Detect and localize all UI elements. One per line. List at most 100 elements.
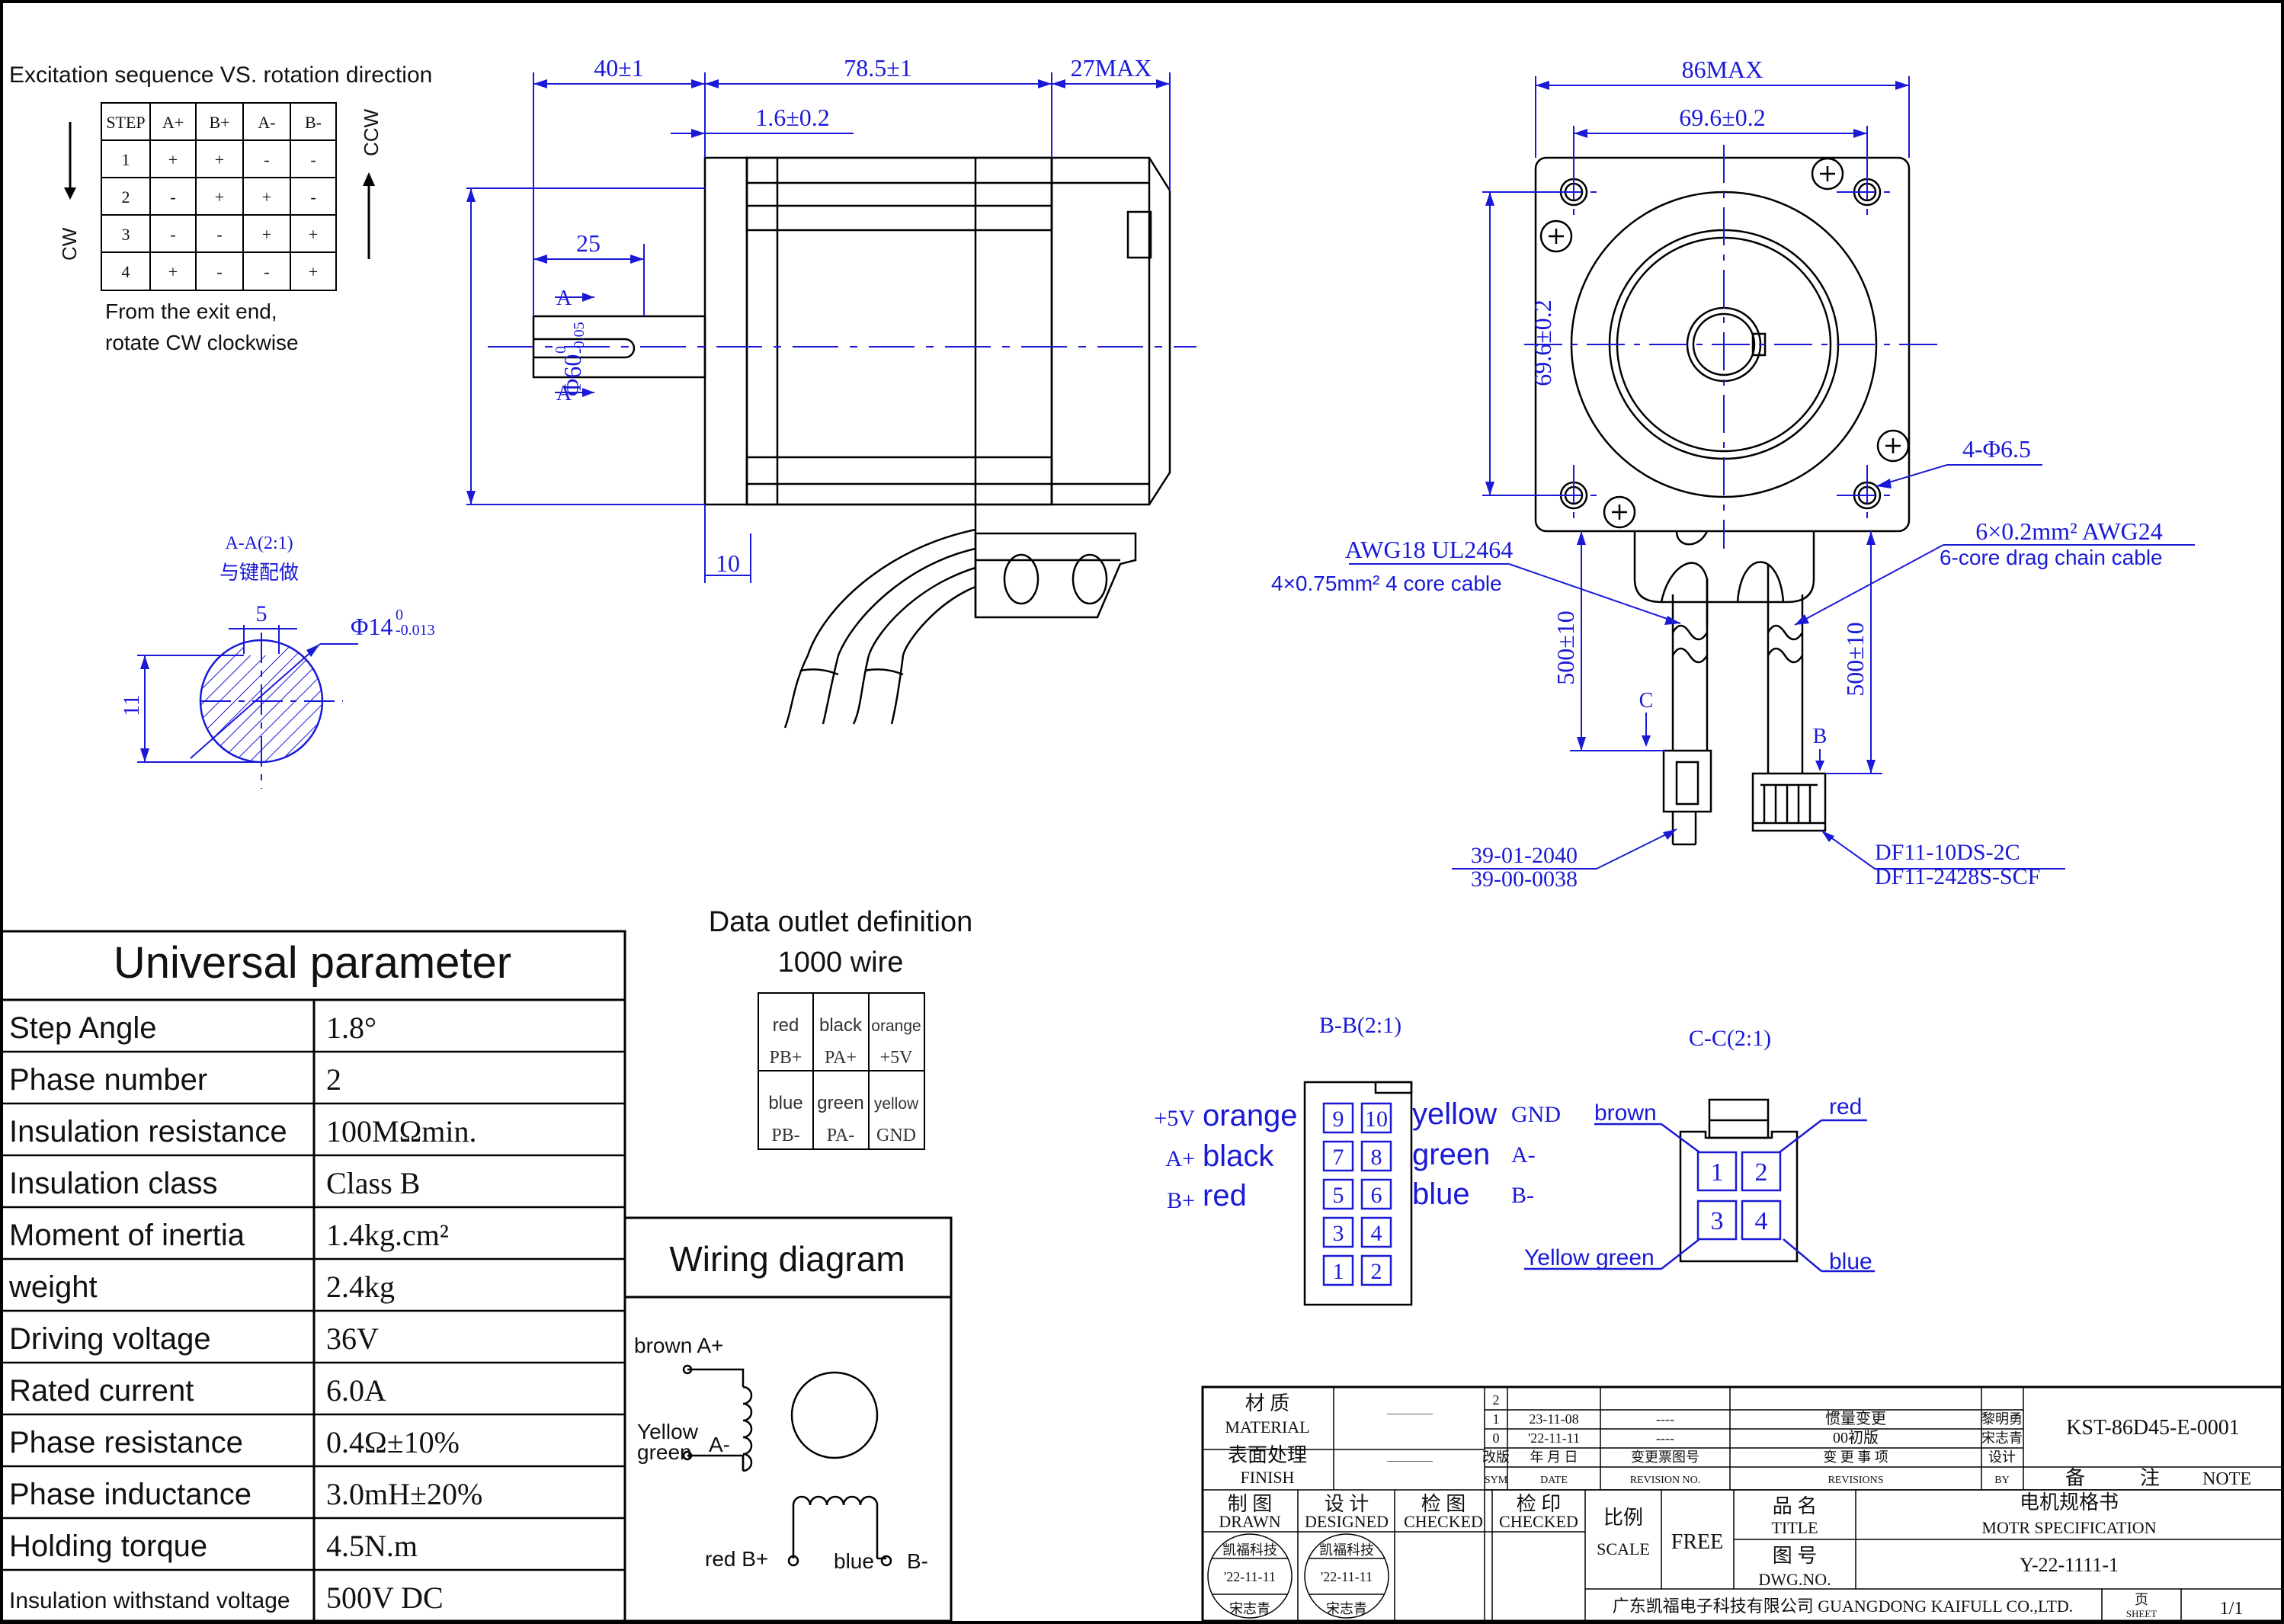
motor-front-view: 86MAX 69.6±0.2 4-Φ6.5 AWG18 UL2464 6×0.2…	[1271, 56, 2195, 892]
cable-right-desc: 6-core drag chain cable	[1940, 546, 2163, 569]
title-value-en: MOTR SPECIFICATION	[1981, 1518, 2156, 1537]
dim-diameter-14-upper: 0	[396, 607, 403, 623]
wiring-red: red B+	[705, 1547, 768, 1571]
pin-wire-color: brown	[1594, 1100, 1657, 1126]
ccw-arrow-icon	[363, 172, 375, 259]
section-b-label: B	[1813, 725, 1828, 748]
designed-label-cn: 设 计	[1325, 1493, 1369, 1515]
pin-number: 1	[1333, 1259, 1344, 1284]
designed-label-en: DESIGNED	[1305, 1512, 1389, 1531]
data-outlet-title: Data outlet definition	[709, 906, 972, 938]
finish-label-en: FINISH	[1241, 1468, 1295, 1487]
outlet-color: orange	[871, 1017, 921, 1035]
pin-wire-color: green	[1412, 1138, 1490, 1171]
title-block: 材 质 MATERIAL ——— 表面处理 FINISH ——— 2 1 23-…	[1201, 1385, 2284, 1622]
rotor-icon	[790, 1371, 879, 1459]
pin-signal: A+	[1165, 1146, 1195, 1171]
dim-1-6: 1.6±0.2	[755, 104, 830, 131]
param-value: Class B	[326, 1166, 420, 1200]
outlet-signal: PB-	[771, 1126, 799, 1145]
wiring-green: green	[637, 1440, 692, 1464]
screw-icon	[1603, 495, 1636, 529]
dim-diameter-14: Φ14	[351, 613, 392, 640]
stamp-date: '22-11-11	[1321, 1569, 1373, 1584]
excitation-cell: -	[264, 150, 269, 169]
pin-number: 10	[1365, 1107, 1388, 1132]
param-label: Holding torque	[9, 1530, 207, 1563]
param-label: Phase number	[9, 1063, 207, 1097]
section-bb: B-B(2:1) 9 10 7 8 5 6 3 4 1 2	[1154, 1013, 1561, 1306]
pin-number: 1	[1711, 1158, 1724, 1187]
checked-label-en: CHECKED	[1404, 1512, 1483, 1531]
sheet-label-en: SHEET	[2126, 1608, 2157, 1619]
param-value: 500V DC	[326, 1581, 444, 1615]
connector-right-part: DF11-10DS-2C	[1875, 840, 2020, 865]
title-label-cn: 品 名	[1773, 1495, 1818, 1517]
excitation-cell: -	[310, 150, 316, 169]
cable-left-desc: 4×0.75mm² 4 core cable	[1271, 572, 1502, 595]
excitation-cell: 3	[122, 225, 130, 244]
outlet-signal: PA-	[827, 1126, 854, 1145]
outlet-signal: PB+	[770, 1048, 802, 1068]
note-label-cn: 注	[2140, 1467, 2160, 1489]
pin-wire-color: Yellow green	[1524, 1245, 1655, 1270]
designed-stamp	[1304, 1533, 1389, 1619]
drawn-label-cn: 制 图	[1228, 1493, 1273, 1515]
drawn-label-en: DRAWN	[1219, 1512, 1280, 1531]
pin-number: 4	[1755, 1207, 1768, 1235]
pin-number: 5	[1333, 1183, 1344, 1208]
excitation-note: From the exit end,	[105, 299, 277, 323]
outlet-color: green	[817, 1093, 863, 1113]
outlet-color: red	[773, 1015, 799, 1036]
excitation-cell: +	[309, 262, 318, 281]
excitation-cell: -	[216, 225, 222, 244]
pin-wire-color: blue	[1412, 1177, 1470, 1211]
excitation-section: Excitation sequence VS. rotation directi…	[9, 62, 432, 354]
outlet-signal: GND	[876, 1126, 916, 1145]
excitation-cell: +	[309, 225, 318, 244]
wiring-title: Wiring diagram	[669, 1239, 905, 1279]
document-number: KST-86D45-E-0001	[2066, 1416, 2240, 1440]
wiring-blue: blue	[834, 1549, 874, 1573]
param-label: Insulation class	[9, 1167, 217, 1200]
excitation-cell: -	[264, 262, 269, 281]
pin-wire-color: blue	[1829, 1249, 1872, 1274]
excitation-header: A+	[162, 113, 184, 132]
dim-cable-length-left: 500±10	[1552, 610, 1579, 685]
cw-label: CW	[58, 227, 81, 261]
wiring-yellow: Yellow	[637, 1420, 699, 1443]
rev-col-en: REVISIONS	[1828, 1475, 1883, 1486]
outlet-signal: PA+	[825, 1048, 857, 1068]
excitation-header: B+	[209, 113, 229, 132]
outlet-color: black	[819, 1015, 863, 1036]
dim-cable-length-right: 500±10	[1841, 622, 1869, 697]
data-outlet-definition: Data outlet definition 1000 wire red PB+…	[709, 906, 972, 1150]
scale-label-cn: 比例	[1603, 1507, 1643, 1529]
param-value: 6.0A	[326, 1373, 386, 1408]
dim-27-max: 27MAX	[1071, 54, 1152, 82]
outlet-signal: +5V	[880, 1048, 914, 1068]
rev-date: 23-11-08	[1529, 1411, 1578, 1427]
note-label-cn: 备	[2065, 1467, 2085, 1489]
dim-diameter-60-upper: 0	[553, 346, 569, 354]
section-aa-subtitle: 与键配做	[219, 561, 299, 584]
wiring-diagram: Wiring diagram brown A+ Yellow green A- …	[623, 1216, 953, 1622]
dim-diameter-14-lower: -0.013	[396, 622, 435, 639]
param-value: 1.4kg.cm²	[326, 1218, 449, 1252]
section-bb-title: B-B(2:1)	[1319, 1013, 1401, 1038]
ccw-label: CCW	[360, 108, 383, 156]
pin-signal: B-	[1511, 1183, 1534, 1208]
excitation-table	[101, 102, 337, 291]
section-c-label: C	[1639, 689, 1654, 713]
pin-wire-color: red	[1203, 1179, 1247, 1212]
param-label: Step Angle	[9, 1011, 157, 1045]
rev-by: 黎明勇	[1981, 1411, 2023, 1427]
rev-number: ----	[1656, 1430, 1674, 1446]
scale-label-en: SCALE	[1597, 1539, 1650, 1558]
side-dimensions	[466, 72, 1171, 583]
company-name: 广东凯福电子科技有限公司 GUANGDONG KAIFULL CO.,LTD.	[1613, 1597, 2074, 1616]
rev-col-en: DATE	[1540, 1475, 1568, 1486]
param-label: Insulation withstand voltage	[9, 1588, 290, 1613]
excitation-note: rotate CW clockwise	[105, 331, 299, 354]
